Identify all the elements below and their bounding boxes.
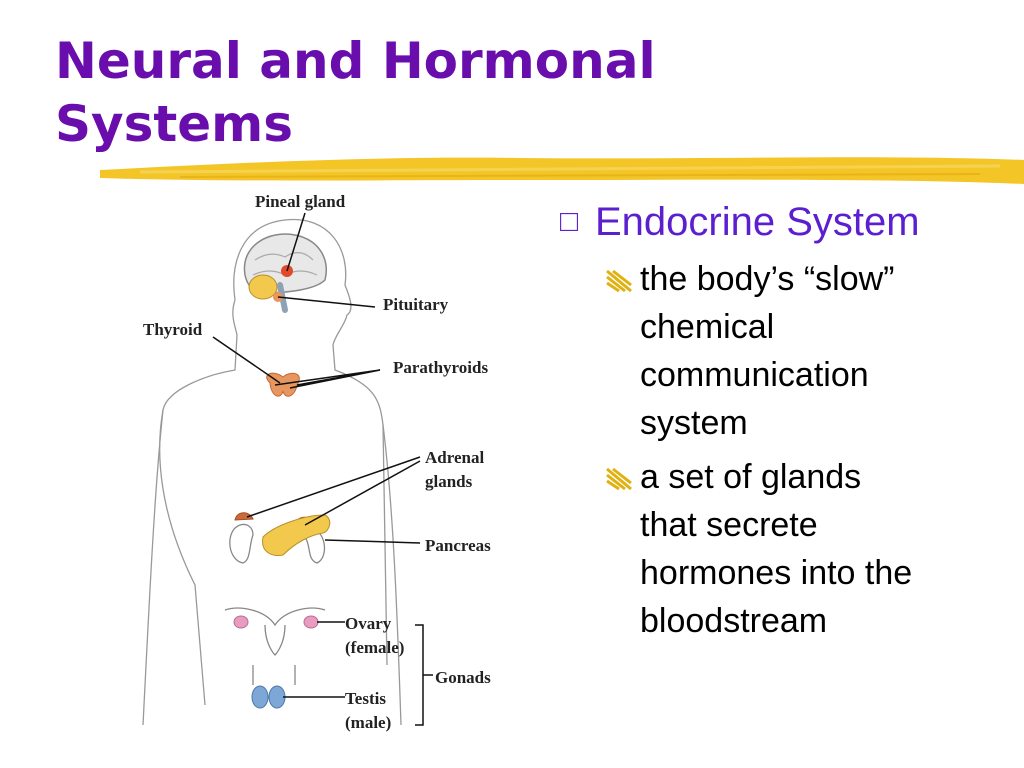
bullet-box-icon: □ bbox=[560, 205, 579, 238]
label-parathyroids: Parathyroids bbox=[393, 358, 488, 377]
label-pancreas: Pancreas bbox=[425, 536, 491, 555]
sub-bullet-2: a set of glands that secrete hormones in… bbox=[555, 453, 1015, 645]
label-testis-line-1: Testis bbox=[345, 689, 386, 708]
title-line-1: Neural and Hormonal bbox=[55, 32, 656, 90]
label-ovary-line-2: (female) bbox=[345, 638, 404, 657]
sub-bullet-1-line-4: system bbox=[640, 404, 748, 442]
bullet-heading-text: Endocrine System bbox=[595, 200, 920, 244]
label-ovary-line-1: Ovary bbox=[345, 614, 392, 633]
sub-bullet-brush-icon bbox=[606, 269, 632, 293]
female-reproductive bbox=[224, 607, 326, 656]
label-pituitary: Pituitary bbox=[383, 295, 449, 314]
label-gonads: Gonads bbox=[435, 668, 491, 687]
label-adrenal-line-1: Adrenal bbox=[425, 448, 484, 467]
sub-bullet-1: the body’s “slow” chemical communication… bbox=[555, 255, 1015, 447]
pancreas-shape bbox=[262, 514, 331, 556]
body-outline bbox=[142, 218, 402, 726]
sub-bullet-2-line-3: hormones into the bbox=[640, 554, 913, 592]
label-thyroid: Thyroid bbox=[143, 320, 203, 339]
bullet-list: □ Endocrine System the body’s “slow” che… bbox=[555, 195, 1015, 645]
male-reproductive bbox=[251, 665, 296, 709]
sub-bullet-1-line-3: communication bbox=[640, 356, 869, 394]
brain bbox=[243, 233, 327, 313]
sub-bullet-1-line-2: chemical bbox=[640, 308, 775, 346]
title-line-2: Systems bbox=[55, 95, 294, 153]
kidneys bbox=[229, 523, 326, 564]
slide-title: Neural and Hormonal Systems bbox=[55, 30, 656, 156]
endocrine-diagram: Pineal gland Pituitary Thyroid Parathyro… bbox=[142, 192, 491, 732]
adrenal-left-shape bbox=[234, 512, 254, 521]
title-underline-brush bbox=[100, 157, 1024, 184]
label-pineal-gland: Pineal gland bbox=[255, 192, 346, 211]
label-adrenal-line-2: glands bbox=[425, 472, 473, 491]
sub-bullet-2-line-2: that secrete bbox=[640, 506, 818, 544]
sub-bullet-1-line-1: the body’s “slow” bbox=[640, 260, 895, 298]
sub-bullet-2-line-4: bloodstream bbox=[640, 602, 828, 640]
leader-lines bbox=[212, 212, 433, 726]
sub-bullet-brush-icon bbox=[606, 467, 632, 491]
label-testis-line-2: (male) bbox=[345, 713, 391, 732]
bullet-heading: □ Endocrine System bbox=[555, 195, 1015, 249]
sub-bullet-2-line-1: a set of glands bbox=[640, 458, 862, 496]
